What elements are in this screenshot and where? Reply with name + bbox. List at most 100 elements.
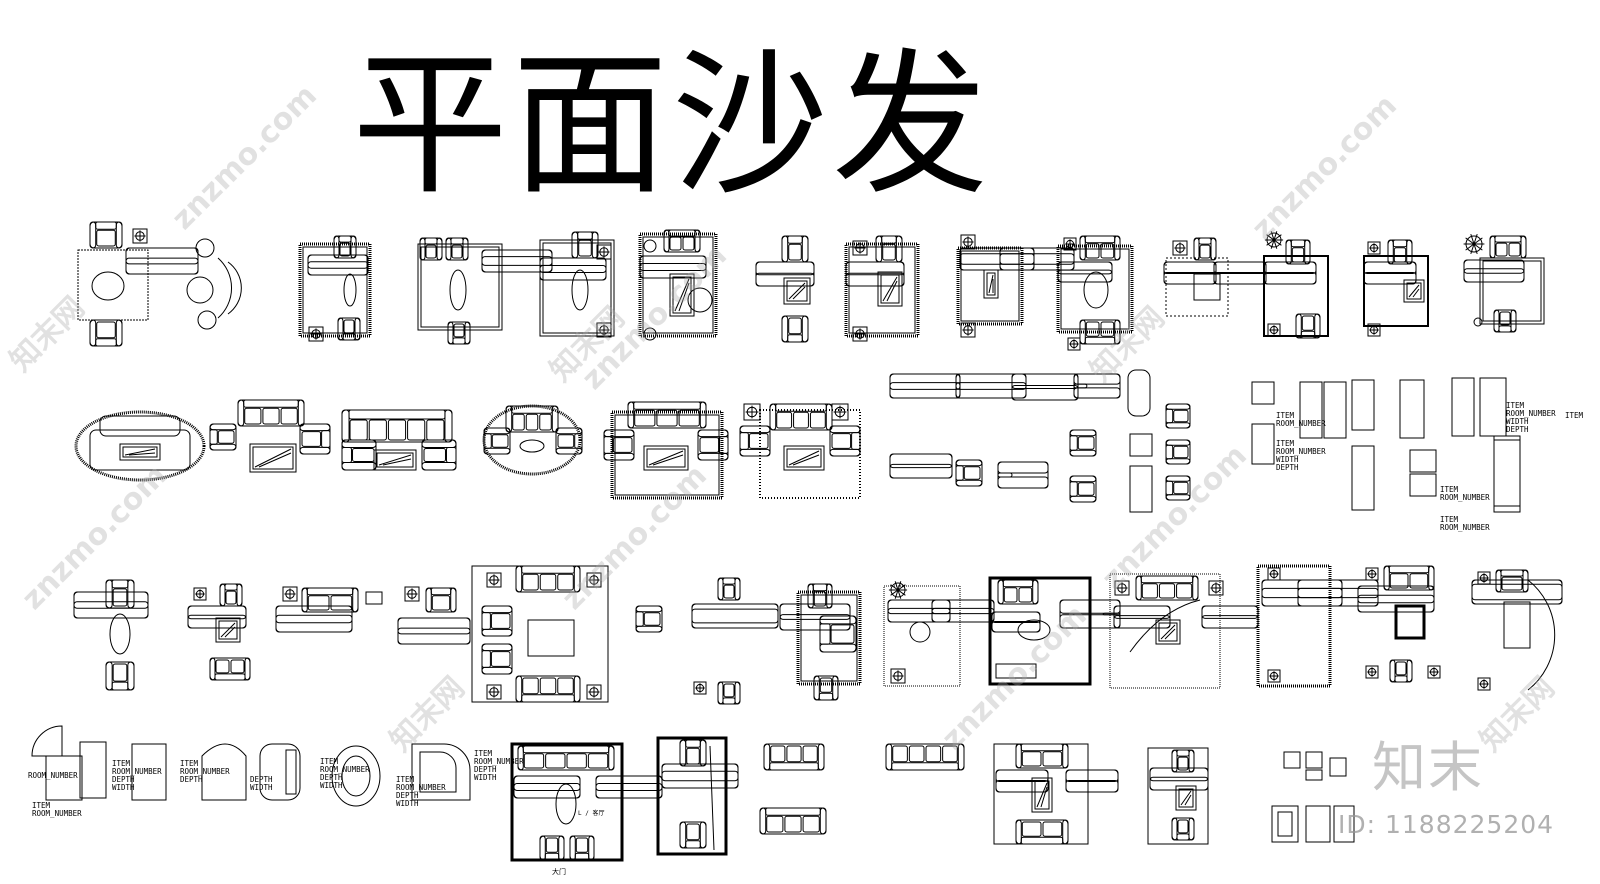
plan-line (1193, 237, 1200, 261)
plan-line (829, 425, 861, 434)
plan-line (244, 407, 262, 425)
label-door: 大门 (552, 868, 566, 876)
plan-line (125, 257, 199, 275)
plan-line (125, 247, 199, 265)
plan-line (337, 317, 344, 341)
plan-line (378, 454, 412, 466)
plan-line (1499, 311, 1511, 326)
living-set-37 (1147, 747, 1209, 845)
plan-line (557, 434, 575, 448)
plan-line (699, 739, 707, 767)
plan-line (826, 583, 833, 609)
plan-line (648, 450, 684, 466)
plan-line (558, 835, 565, 861)
plan-line (368, 419, 387, 441)
plan-line (209, 423, 237, 451)
plan-line (96, 229, 116, 247)
plan-line (195, 589, 205, 599)
plan-line (527, 619, 575, 657)
plan-line (1113, 605, 1171, 629)
plan-line (1367, 241, 1381, 255)
label-room-number: ROOM_NUMBER (396, 783, 446, 792)
plan-line (802, 745, 818, 763)
label-room-number: ROOM_NUMBER (1506, 409, 1556, 418)
plan-line (1495, 569, 1502, 593)
plan-line (96, 321, 116, 339)
plan-line (1011, 373, 1079, 401)
plan-line (301, 587, 359, 613)
plan-line (1273, 231, 1278, 241)
plan-line (875, 235, 883, 263)
plan-line (813, 675, 820, 701)
plan-line (1165, 480, 1174, 496)
plan-line (586, 684, 602, 700)
plan-line (89, 429, 191, 471)
plan-line (224, 583, 238, 591)
plan-line (481, 666, 513, 675)
plan-line (481, 249, 553, 273)
plan-line (588, 686, 600, 698)
plan-line (892, 670, 904, 682)
plan-line (1015, 743, 1022, 769)
living-set-36 (993, 743, 1119, 845)
plan-line (217, 257, 232, 319)
plan-line (483, 433, 492, 449)
plan-line (1017, 619, 1051, 641)
plan-line (420, 246, 500, 328)
plan-line (490, 651, 511, 667)
label-item: ITEM (474, 749, 493, 758)
plan-line (449, 269, 467, 311)
plan-line (341, 446, 353, 464)
plan-line (1267, 567, 1281, 581)
plan-line (122, 446, 158, 458)
plan-line (661, 770, 739, 789)
plan-line (419, 237, 426, 261)
plan-line (995, 780, 1049, 793)
plan-line (1201, 605, 1259, 629)
plan-line (1032, 579, 1039, 605)
plan-line (539, 573, 557, 591)
plan-line (426, 419, 445, 441)
plan-line (444, 409, 453, 443)
plan-line (955, 373, 1027, 399)
plan-line (1367, 323, 1381, 337)
plan-line (1177, 819, 1189, 834)
plan-line (464, 321, 471, 345)
label-width: WIDTH (112, 783, 135, 792)
plan-line (124, 448, 156, 456)
plan-line (430, 587, 452, 596)
plan-line (889, 382, 961, 399)
plan-line (1479, 679, 1489, 689)
plan-line (1042, 751, 1063, 767)
plan-line (603, 436, 613, 454)
plan-line (1201, 615, 1259, 629)
plan-line (1198, 237, 1212, 245)
plan-line (800, 594, 858, 682)
plan-line (909, 621, 931, 643)
plan-line (1277, 811, 1293, 837)
plan-line (781, 315, 789, 343)
plan-line (598, 246, 610, 258)
plan-line (1057, 261, 1113, 283)
plan-line (569, 835, 595, 861)
living-set-8 (844, 235, 920, 342)
plan-line (955, 479, 983, 487)
plan-line (186, 276, 214, 304)
plan-line (691, 603, 779, 629)
label-item: ITEM (1565, 411, 1584, 420)
plan-line (1479, 573, 1489, 583)
plan-line (1173, 445, 1189, 459)
living-set-10 (1056, 235, 1134, 351)
label-room-number: ROOM_NUMBER (1276, 447, 1326, 456)
plan-line (1406, 239, 1413, 265)
plan-line (111, 681, 129, 691)
living-set-33 (1471, 569, 1563, 691)
label-item: ITEM (112, 759, 131, 768)
plan-line (682, 236, 695, 251)
plan-line (89, 319, 97, 347)
plan-line (486, 684, 502, 700)
plan-line (481, 628, 513, 637)
plan-line (1065, 239, 1075, 249)
living-set-21 (73, 579, 149, 691)
plan-line (522, 677, 539, 695)
